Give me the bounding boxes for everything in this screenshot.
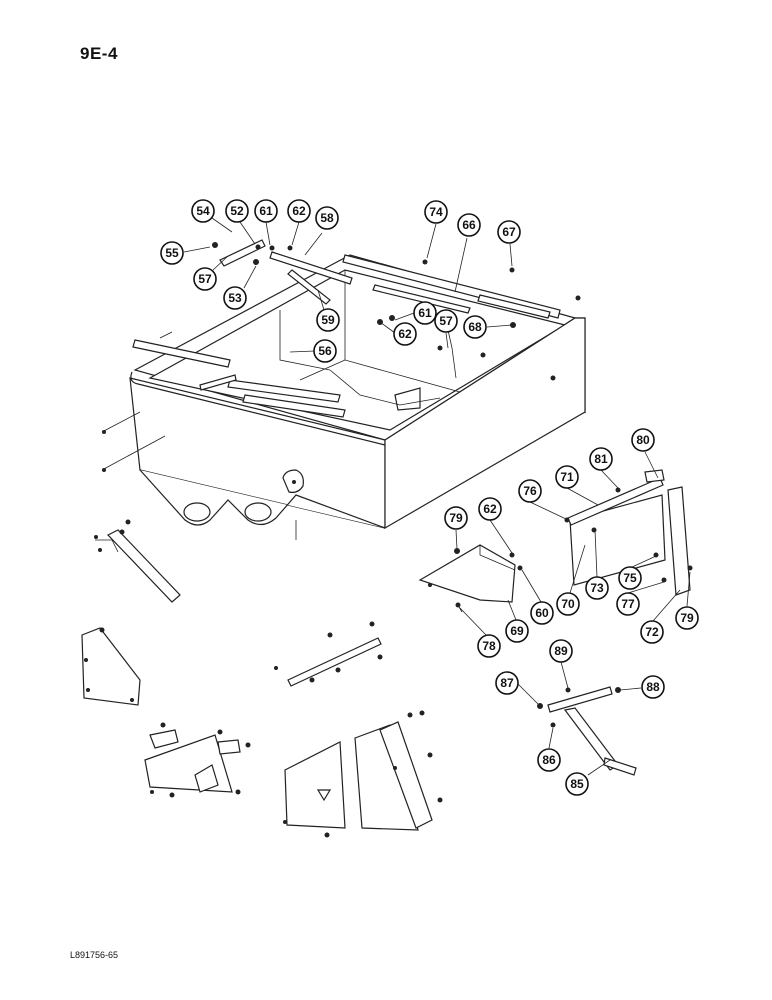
callout-61: 61: [254, 199, 278, 223]
callout-54: 54: [191, 199, 215, 223]
callout-53: 53: [223, 286, 247, 310]
lower-left-shield: [144, 722, 251, 798]
svg-text:62: 62: [483, 502, 497, 516]
svg-text:76: 76: [523, 484, 537, 498]
svg-text:79: 79: [680, 611, 694, 625]
callout-61-b: 61: [413, 301, 437, 325]
svg-text:56: 56: [318, 344, 332, 358]
callout-73: 73: [585, 576, 609, 600]
left-small-shield: [81, 627, 141, 706]
bottom-center-shields: [283, 710, 443, 838]
svg-text:71: 71: [560, 470, 574, 484]
svg-text:81: 81: [594, 452, 608, 466]
svg-text:69: 69: [510, 624, 524, 638]
callout-67: 67: [497, 220, 521, 244]
middle-cross-bar: [274, 621, 383, 687]
lower-right-support: [537, 686, 637, 776]
top-rails: [132, 239, 581, 418]
svg-text:80: 80: [636, 433, 650, 447]
callout-66: 66: [457, 213, 481, 237]
callout-57-b: 57: [434, 309, 458, 333]
callout-68: 68: [463, 315, 487, 339]
callout-72: 72: [640, 620, 664, 644]
callout-86: 86: [537, 748, 561, 772]
leader-lines: [183, 217, 691, 776]
center-shield: [418, 544, 523, 613]
svg-text:78: 78: [482, 639, 496, 653]
svg-text:54: 54: [196, 204, 210, 218]
callout-80: 80: [631, 428, 655, 452]
callout-60: 60: [530, 601, 554, 625]
svg-text:88: 88: [646, 680, 660, 694]
svg-text:57: 57: [198, 272, 212, 286]
callout-74: 74: [424, 200, 448, 224]
callout-52: 52: [225, 199, 249, 223]
callout-81: 81: [589, 447, 613, 471]
callout-76: 76: [518, 479, 542, 503]
callout-79: 79: [444, 506, 468, 530]
svg-text:79: 79: [449, 511, 463, 525]
callout-55: 55: [160, 241, 184, 265]
svg-text:61: 61: [259, 204, 273, 218]
svg-text:52: 52: [230, 204, 244, 218]
callout-62-b: 62: [393, 322, 417, 346]
svg-text:62: 62: [398, 327, 412, 341]
callout-62: 62: [287, 199, 311, 223]
callout-70: 70: [556, 592, 580, 616]
callout-69: 69: [505, 619, 529, 643]
svg-text:77: 77: [621, 597, 635, 611]
svg-text:87: 87: [500, 676, 514, 690]
svg-text:67: 67: [502, 225, 516, 239]
callout-88: 88: [641, 675, 665, 699]
svg-text:89: 89: [554, 644, 568, 658]
page-number: 9E-4: [80, 44, 118, 63]
callout-79-b: 79: [675, 606, 699, 630]
svg-text:73: 73: [590, 581, 604, 595]
svg-text:86: 86: [542, 753, 556, 767]
svg-text:75: 75: [623, 571, 637, 585]
callout-57: 57: [193, 267, 217, 291]
svg-text:53: 53: [228, 291, 242, 305]
svg-text:58: 58: [320, 211, 334, 225]
callout-78: 78: [477, 634, 501, 658]
left-brace: [94, 519, 181, 603]
callout-87: 87: [495, 671, 519, 695]
svg-text:57: 57: [439, 314, 453, 328]
callout-71: 71: [555, 465, 579, 489]
callout-58: 58: [315, 206, 339, 230]
callout-77: 77: [616, 592, 640, 616]
callout-59: 59: [316, 308, 340, 332]
svg-text:85: 85: [570, 777, 584, 791]
svg-text:60: 60: [535, 606, 549, 620]
svg-text:70: 70: [561, 597, 575, 611]
svg-text:55: 55: [165, 246, 179, 260]
callout-75: 75: [618, 566, 642, 590]
svg-text:61: 61: [418, 306, 432, 320]
svg-text:74: 74: [429, 205, 443, 219]
svg-text:68: 68: [468, 320, 482, 334]
svg-text:72: 72: [645, 625, 659, 639]
callout-56: 56: [313, 339, 337, 363]
drawing-reference: L891756-65: [70, 950, 119, 960]
callout-89: 89: [549, 639, 573, 663]
svg-text:59: 59: [321, 313, 335, 327]
callout-85: 85: [565, 772, 589, 796]
svg-text:62: 62: [292, 204, 306, 218]
svg-text:66: 66: [462, 218, 476, 232]
callout-62-c: 62: [478, 497, 502, 521]
